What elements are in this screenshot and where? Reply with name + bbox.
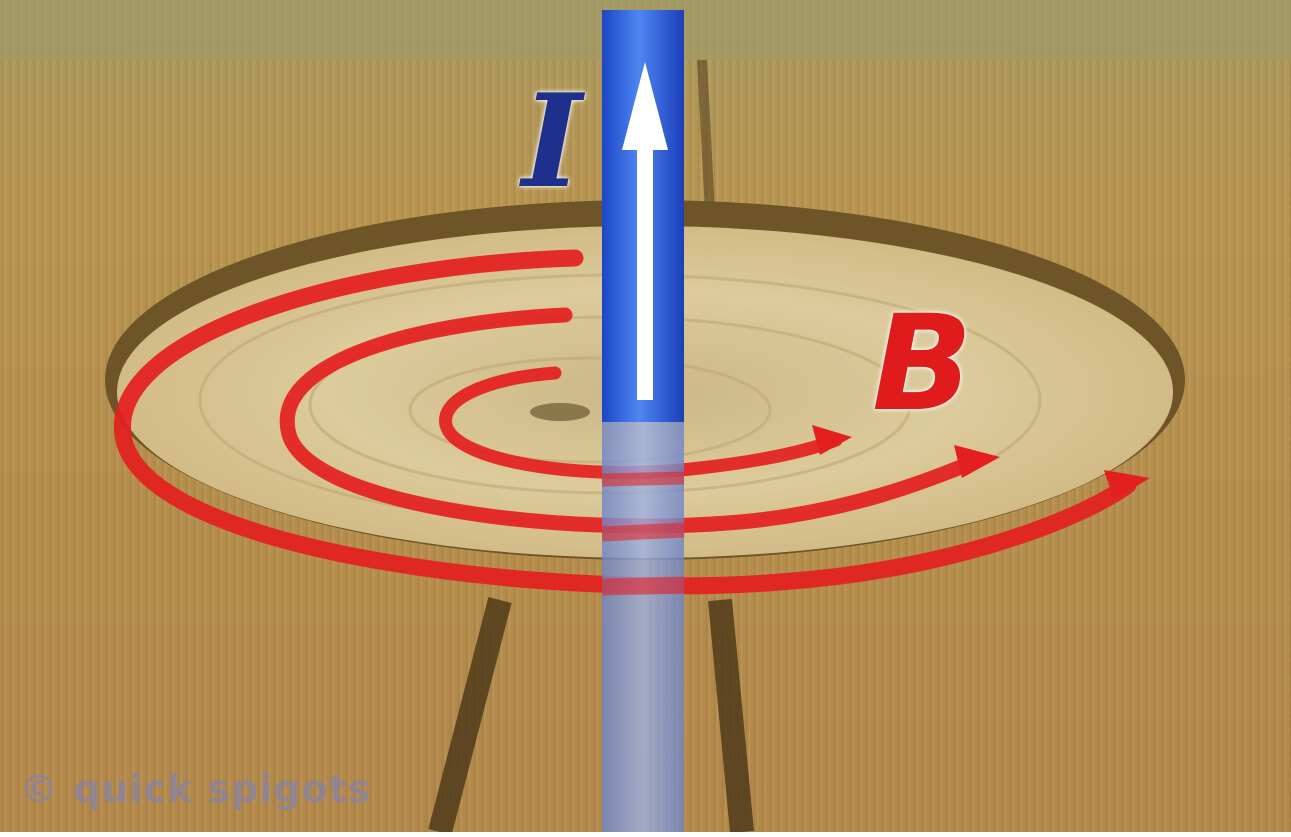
field-line-overlap — [601, 576, 685, 596]
watermark: © quick spigots — [20, 767, 372, 811]
tractor-track-right — [708, 598, 754, 834]
swirl-ring — [408, 356, 772, 464]
arrowhead-icon — [1104, 470, 1150, 500]
arrowhead-icon — [812, 425, 852, 455]
arrowhead-icon — [954, 445, 1000, 478]
magnetic-field-label: B — [872, 287, 973, 441]
field-line-overlap — [601, 471, 685, 487]
tractor-track-left — [428, 596, 512, 836]
current-wire-lower — [602, 422, 684, 832]
arrow-up-icon — [622, 62, 668, 400]
current-label: I — [522, 67, 582, 217]
field-line-outer — [114, 249, 1137, 595]
field-line-overlap — [601, 522, 685, 542]
field-lines — [114, 249, 1150, 595]
circle-center — [530, 403, 590, 421]
field-line-middle — [279, 307, 986, 534]
field-line-inner — [439, 366, 843, 479]
